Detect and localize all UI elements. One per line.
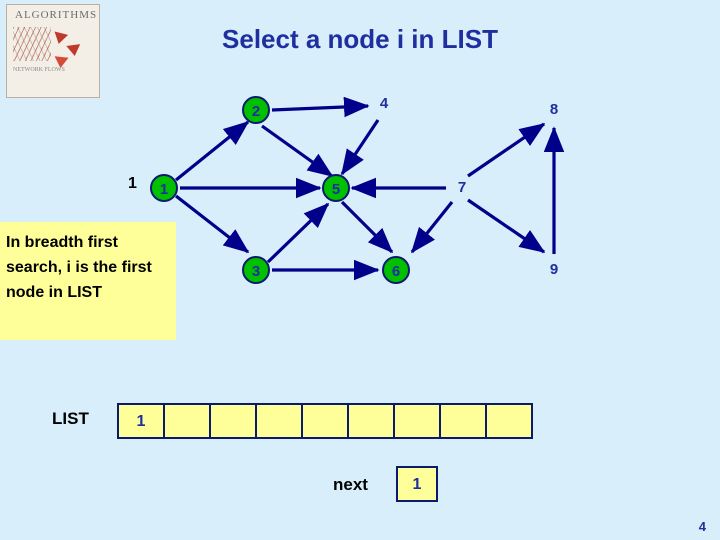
graph-node-8[interactable]: 8	[549, 101, 559, 118]
graph-node-9[interactable]: 9	[549, 261, 559, 278]
page-title: Select a node i in LIST	[222, 24, 498, 54]
list-cell[interactable]	[393, 403, 441, 439]
list-label: LIST	[52, 409, 89, 428]
next-label: next	[333, 475, 368, 494]
graph-edges	[174, 96, 565, 281]
list-cell[interactable]	[301, 403, 349, 439]
note-box: In breadth first search, i is the first …	[0, 222, 176, 340]
graph-node-7[interactable]: 7	[457, 179, 467, 196]
graph-node-4[interactable]: 4	[379, 95, 389, 112]
node-i-label: 1	[128, 175, 137, 192]
list-cell[interactable]: 1	[117, 403, 165, 439]
graph-node-2[interactable]: 2	[242, 96, 270, 124]
book-cover-thumbnail: ALGORITHMS NETWORK FLOWS	[6, 4, 100, 98]
list-cell[interactable]	[209, 403, 257, 439]
book-cover-artwork	[13, 27, 51, 61]
book-title: ALGORITHMS	[15, 9, 98, 21]
list-cell[interactable]	[347, 403, 395, 439]
graph-diagram: 1 1 2 3 4 5 6 7 8 9	[120, 80, 590, 310]
graph-node-3[interactable]: 3	[242, 256, 270, 284]
graph-node-1[interactable]: 1	[150, 174, 178, 202]
list-cells: 1	[117, 403, 533, 439]
book-subtitle: NETWORK FLOWS	[13, 67, 65, 73]
graph-node-5[interactable]: 5	[322, 174, 350, 202]
next-value-cell[interactable]: 1	[396, 466, 438, 502]
list-cell[interactable]	[439, 403, 487, 439]
graph-node-6[interactable]: 6	[382, 256, 410, 284]
list-cell[interactable]	[163, 403, 211, 439]
page-number: 4	[698, 519, 706, 534]
list-cell[interactable]	[485, 403, 533, 439]
list-cell[interactable]	[255, 403, 303, 439]
